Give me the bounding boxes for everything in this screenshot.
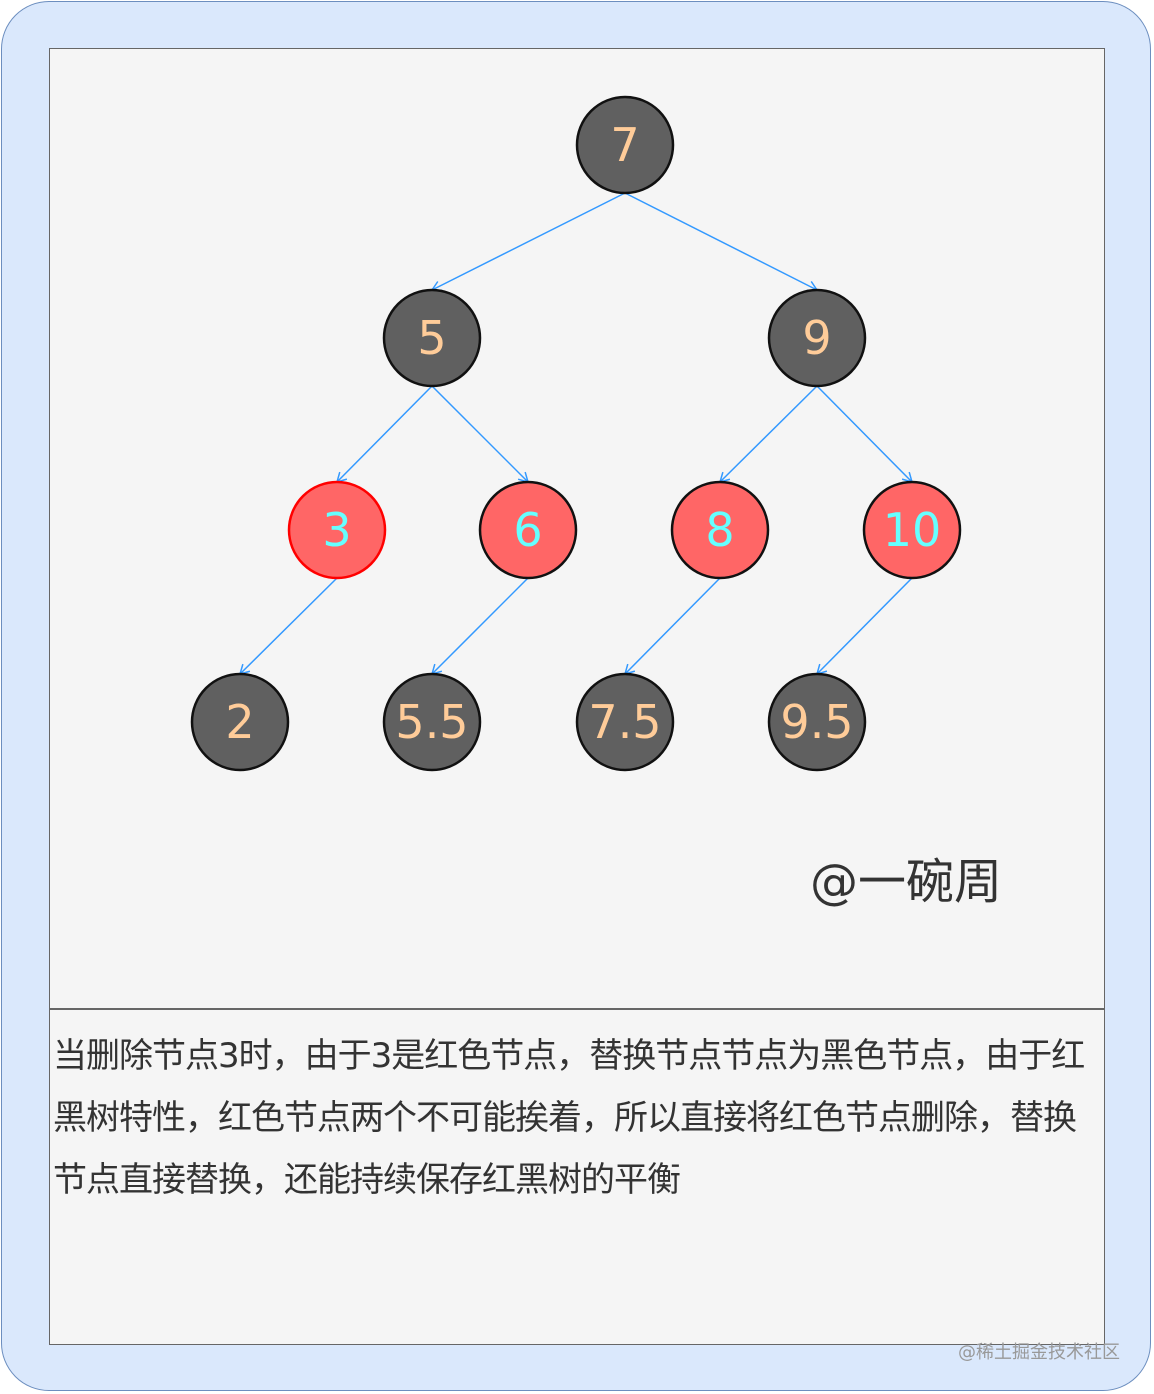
node-label: 8 — [705, 503, 734, 557]
node-label: 5.5 — [395, 695, 468, 749]
tree-node-n9: 9 — [767, 288, 867, 388]
divider — [49, 1008, 1105, 1010]
watermark: @稀土掘金技术社区 — [958, 1342, 1120, 1363]
tree-node-n9_5: 9.5 — [767, 672, 867, 772]
node-label: 6 — [513, 503, 542, 557]
edge-n3-n2 — [238, 577, 338, 676]
edge-n7-n9 — [624, 192, 819, 292]
edge-n7-n5 — [430, 192, 626, 292]
node-circle — [862, 480, 962, 580]
tree-node-n10: 10 — [862, 480, 962, 580]
node-label: 9.5 — [780, 695, 853, 749]
node-label: 2 — [225, 695, 254, 749]
node-circle — [287, 480, 387, 580]
tree-node-n5_5: 5.5 — [382, 672, 482, 772]
node-circle — [575, 672, 675, 772]
node-circle — [382, 672, 482, 772]
node-circle — [767, 288, 867, 388]
node-circle — [478, 480, 578, 580]
tree-node-n5: 5 — [382, 288, 482, 388]
tree-node-n7_5: 7.5 — [575, 672, 675, 772]
description-text: 当删除节点3时，由于3是红色节点，替换节点节点为黑色节点，由于红黑树特性，红色节… — [53, 1036, 1085, 1200]
tree-node-n2: 2 — [190, 672, 290, 772]
tree-node-n8: 8 — [670, 480, 770, 580]
edge-n5-n3 — [335, 385, 433, 484]
tree-node-n6: 6 — [478, 480, 578, 580]
edge-n5-n6 — [431, 385, 530, 484]
author-signature: @一碗周 — [810, 854, 1003, 910]
node-label: 7 — [610, 118, 639, 172]
edge-n8-n7_5 — [623, 577, 721, 676]
node-label: 5 — [417, 311, 446, 365]
node-label: 9 — [802, 311, 831, 365]
node-label: 3 — [322, 503, 351, 557]
node-circle — [670, 480, 770, 580]
tree-node-n3: 3 — [287, 480, 387, 580]
node-circle — [767, 672, 867, 772]
node-label: 10 — [883, 503, 942, 557]
edge-n9-n10 — [816, 385, 914, 484]
node-label: 7.5 — [588, 695, 661, 749]
edge-n6-n5_5 — [430, 577, 529, 676]
tree-node-n7: 7 — [575, 95, 675, 195]
node-circle — [190, 672, 290, 772]
node-circle — [382, 288, 482, 388]
edge-n10-n9_5 — [815, 577, 913, 676]
edge-n9-n8 — [718, 385, 818, 484]
node-circle — [575, 95, 675, 195]
